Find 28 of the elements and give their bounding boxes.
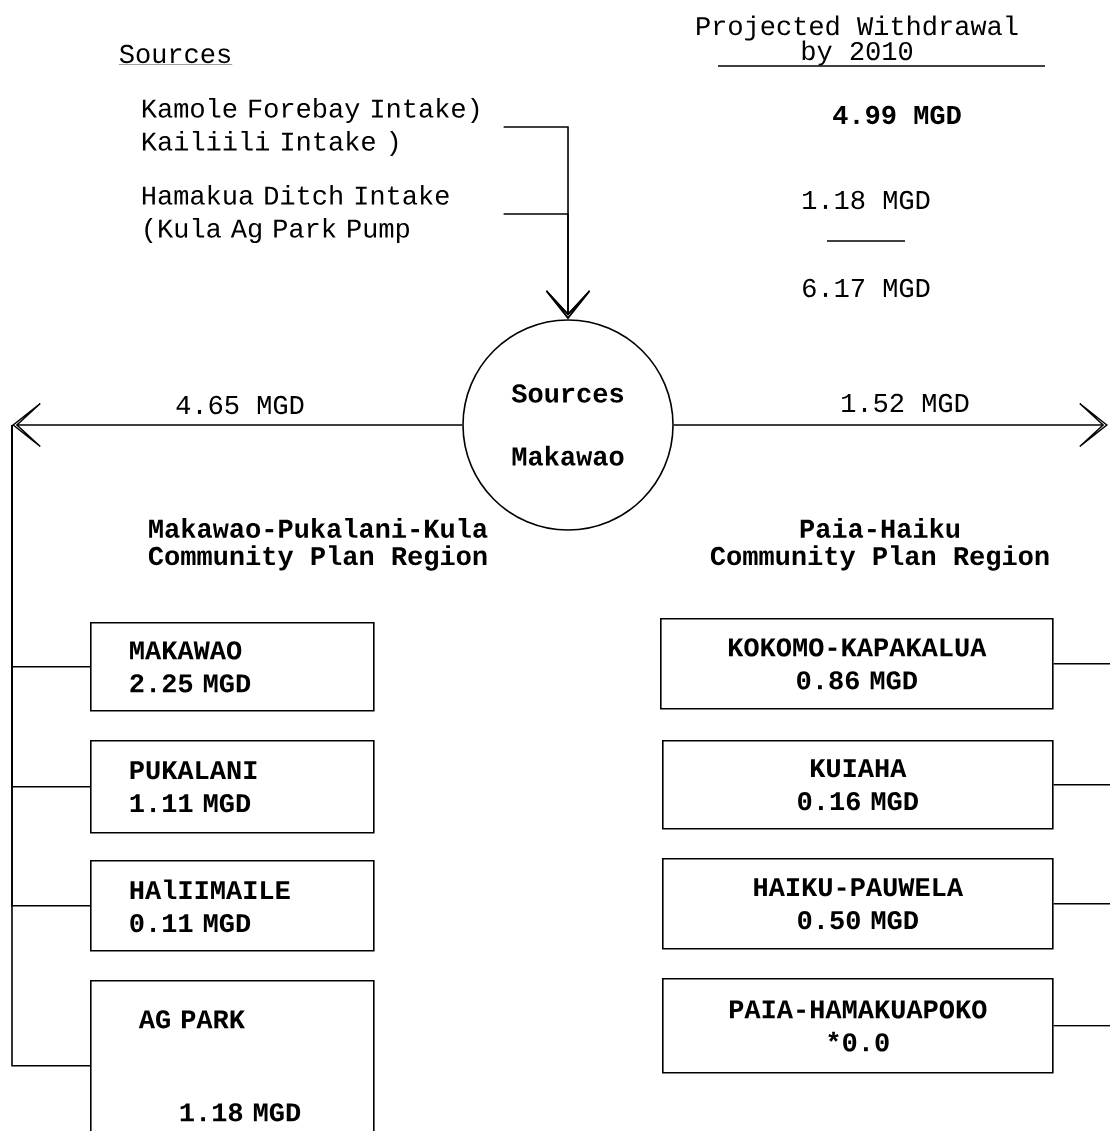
column-heading: by 2010 <box>802 40 913 66</box>
region-heading: Community Plan Region <box>148 545 487 571</box>
connector-line <box>11 424 91 1067</box>
value-label: 1.18 MGD <box>803 190 930 210</box>
region-box: HAlIIMAILE 0.11 MGD <box>90 860 375 952</box>
region-heading: Paia-Haiku <box>800 518 960 538</box>
value-label: 6.17 MGD <box>803 278 930 298</box>
region-box: KUIAHA 0.16 MGD <box>662 740 1054 830</box>
value-label: 4.99 MGD <box>833 105 961 125</box>
arrow <box>673 402 1108 448</box>
connector-line <box>1052 663 1110 665</box>
region-box: HAIKU-PAUWELA 0.50 MGD <box>662 858 1054 950</box>
arrow <box>12 402 463 448</box>
region-box: AG PARK 1.18 MGD <box>90 980 375 1131</box>
connector-line <box>1052 784 1110 786</box>
connector-line <box>1052 903 1110 905</box>
column-heading: Sources <box>118 44 233 65</box>
source-text: Kamole Forebay Intake) Kailiili Intake ) <box>142 97 479 157</box>
source-text: Hamakua Ditch Intake (Kula Ag Park Pump <box>142 184 449 244</box>
edge-label: 4.65 MGD <box>176 395 304 415</box>
column-heading: Projected Withdrawal <box>697 15 1018 41</box>
edge-label: 1.52 MGD <box>842 393 969 413</box>
region-heading: Community Plan Region <box>710 545 1049 571</box>
region-box: KOKOMO-KAPAKALUA 0.86 MGD <box>660 618 1054 710</box>
connector-line <box>1052 1025 1110 1027</box>
region-box: PAIA-HAMAKUAPOKO *0.0 <box>662 978 1054 1074</box>
region-box: PUKALANI 1.11 MGD <box>90 740 375 834</box>
region-box: MAKAWAO 2.25 MGD <box>90 622 375 712</box>
